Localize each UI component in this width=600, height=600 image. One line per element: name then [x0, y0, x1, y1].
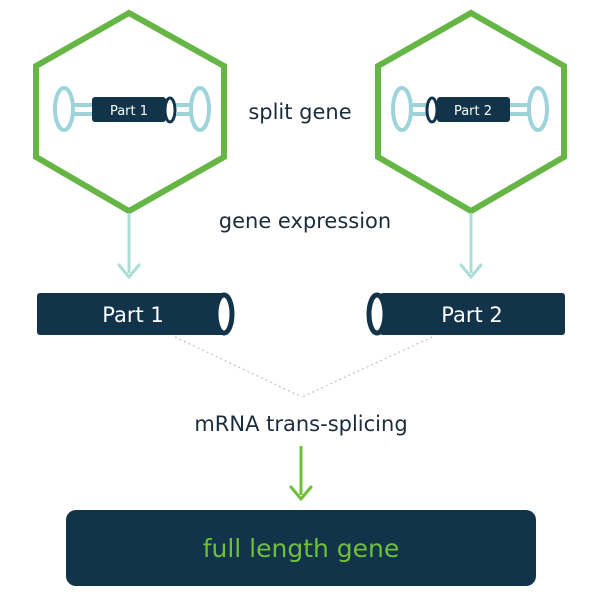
- right-mrna-start-cap: [366, 292, 388, 336]
- full-length-gene-body: [66, 510, 536, 586]
- left-mrna-body: [37, 293, 227, 335]
- left-plasmid-construct: Part 1: [53, 86, 211, 132]
- right-mrna-fragment: Part 2: [366, 292, 565, 336]
- right-plasmid-construct: Part 2: [391, 86, 549, 132]
- left-plasmid-body: [92, 97, 166, 122]
- splicing-arrow: [289, 446, 313, 501]
- left-plasmid-left-ring: [53, 86, 75, 132]
- left-expression-arrow: [117, 213, 141, 279]
- left-mrna-end-cap: [213, 292, 235, 336]
- right-plasmid-label: Part 2: [454, 104, 492, 119]
- splicing-arrow-head: [289, 485, 313, 501]
- left-vector: Part 1: [33, 9, 227, 215]
- left-plasmid-right-ring: [189, 86, 211, 132]
- right-hexagon: [375, 9, 567, 215]
- right-expression-arrow: [459, 213, 483, 279]
- right-mrna-body: [380, 293, 565, 335]
- left-expression-arrow-head: [117, 263, 141, 279]
- left-mrna-fragment: Part 1: [37, 292, 235, 336]
- right-plasmid-right-ring: [527, 86, 549, 132]
- right-plasmid-left-ring: [391, 86, 413, 132]
- mrna-trans-splicing-label: mRNA trans-splicing: [194, 412, 407, 436]
- right-plasmid-body: [437, 97, 510, 122]
- right-expression-arrow-head: [459, 263, 483, 279]
- right-dotted-connector: [301, 336, 433, 398]
- split-gene-label: split gene: [248, 100, 351, 124]
- gene-expression-label: gene expression: [219, 209, 391, 233]
- full-length-gene-label: full length gene: [203, 534, 400, 563]
- left-plasmid-end-cap: [163, 96, 177, 124]
- left-hexagon: [33, 9, 227, 215]
- right-plasmid-start-cap: [425, 96, 439, 124]
- right-vector: Part 2: [375, 9, 567, 215]
- right-mrna-label: Part 2: [441, 303, 503, 327]
- full-length-gene-box: full length gene: [66, 510, 536, 586]
- left-dotted-connector: [174, 336, 303, 398]
- left-plasmid-label: Part 1: [110, 104, 148, 119]
- left-mrna-label: Part 1: [102, 303, 164, 327]
